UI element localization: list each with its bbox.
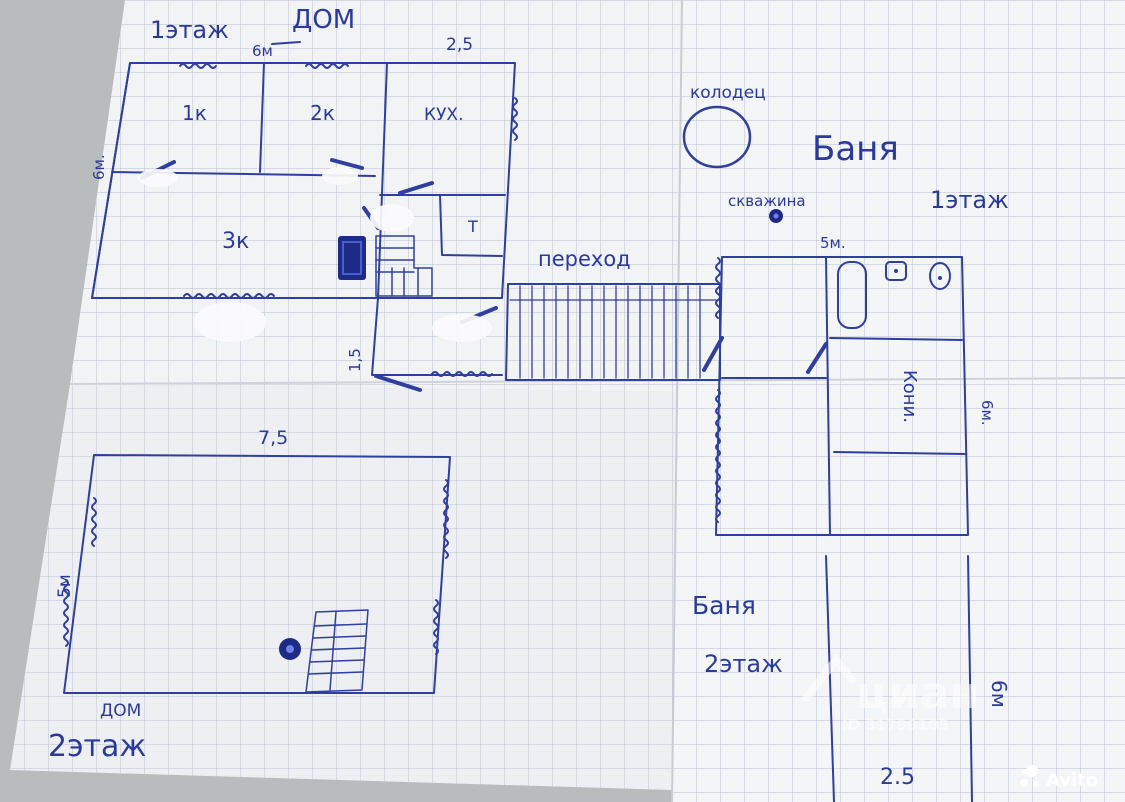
house-floor2-window-left-lower	[63, 579, 69, 647]
sink-icon	[885, 261, 907, 281]
house-floor2-outline	[63, 454, 451, 694]
paper-grid-right	[672, 0, 1125, 802]
borehole-icon-center	[773, 213, 779, 219]
door-entrance	[374, 374, 422, 392]
bath-floor1-title: Баня	[812, 129, 899, 169]
toilet-bowl-icon	[929, 262, 951, 290]
passage-boards	[509, 285, 717, 379]
bath-floor1-floor: 1этаж	[930, 186, 1009, 214]
house-floor1-plan: 1этаж ДОМ 6м 2,5 6м. 1,5	[90, 5, 518, 392]
well-icon	[682, 105, 752, 169]
window-vestibule	[431, 371, 493, 377]
bath-wall-vertical	[825, 256, 831, 536]
bath-floor2-plan: Баня 2этаж 6м 2.5	[692, 555, 1011, 802]
wall-toilet	[439, 194, 503, 257]
passage-label: переход	[538, 247, 631, 271]
bath-wall-upper	[829, 337, 963, 341]
window-room2	[305, 63, 349, 69]
house-floor2-window-right-upper	[443, 479, 449, 559]
cian-watermark-text: циан	[856, 668, 980, 719]
avito-dot-4	[1021, 769, 1027, 775]
heading-underline	[271, 41, 301, 45]
wall-room2-kitchen	[377, 62, 388, 299]
bathtub-icon	[837, 261, 867, 329]
cian-watermark-id: ID 31790105	[842, 716, 949, 734]
room3-label: 3к	[222, 229, 249, 254]
chimney-icon-center	[286, 645, 294, 653]
door-room2	[330, 158, 364, 170]
toilet-drain-icon	[938, 276, 942, 280]
sink-drain-icon	[894, 269, 898, 273]
window-room1	[179, 63, 217, 69]
vestibule-walls	[371, 297, 503, 376]
house-floor1-left-wall	[91, 62, 131, 299]
room2-label: 2к	[310, 101, 335, 125]
bath-door-inner	[806, 342, 828, 374]
house-floor1-dim-width: 6м	[252, 42, 273, 60]
cian-logo-icon	[802, 653, 856, 702]
house-floor2-dim-width: 7,5	[258, 427, 288, 449]
avito-dot-3	[1033, 781, 1039, 787]
correction-smudges	[138, 167, 492, 342]
staircase-floor2-icon	[305, 609, 369, 693]
wall-room1-room2	[259, 62, 265, 173]
well-label: колодец	[690, 83, 766, 103]
bath-floor2-wall-left	[825, 555, 835, 802]
house-floor1-heading-house: ДОМ	[292, 5, 355, 35]
avito-watermark: Avito	[1020, 765, 1098, 791]
avito-dot-1	[1020, 779, 1028, 787]
bath-floor2-floor: 2этаж	[704, 650, 783, 678]
bath-floor2-wall-right	[967, 555, 973, 802]
bath-floor2-dim-width: 2.5	[880, 765, 915, 790]
bath-room-label: Кони.	[899, 370, 920, 423]
bath-floor2-dim-height: 6м	[987, 680, 1011, 708]
house-floor1-dim-small: 1,5	[346, 348, 364, 372]
cian-watermark: циан ID 31790105	[802, 653, 980, 734]
avito-watermark-text: Avito	[1046, 770, 1098, 791]
stove-icon	[338, 236, 366, 280]
well-group: колодец скважина	[682, 83, 806, 223]
borehole-label: скважина	[728, 192, 806, 210]
house-floor2-window-right-lower	[433, 599, 439, 655]
stove-inner	[342, 241, 362, 275]
staircase-floor1-icon	[375, 235, 433, 297]
bath-wall-lower	[833, 451, 967, 455]
house-floor1-dim-width-extra: 2,5	[446, 35, 473, 55]
passage-plan: переход	[505, 247, 721, 381]
bath-floor1-plan: Баня 1этаж 5м. 6м. Кони.	[702, 129, 1009, 536]
house-floor1-dim-height: 6м.	[90, 154, 108, 180]
kitchen-label: КУХ.	[424, 105, 463, 125]
window-room3	[183, 293, 275, 299]
toilet-label: Т	[467, 217, 478, 236]
paper-grid-bottom-left	[10, 384, 678, 790]
house-floor2-window-left-upper	[91, 497, 97, 547]
bath-outline	[715, 256, 969, 536]
window-kitchen	[512, 97, 518, 141]
house-floor2-caption-floor: 2этаж	[48, 729, 146, 764]
bath-door-entrance	[702, 336, 724, 372]
bath-window-left-upper	[715, 257, 721, 319]
room1-label: 1к	[182, 101, 207, 125]
house-floor1-heading-floor: 1этаж	[150, 16, 229, 44]
house-floor2-caption-house: ДОМ	[100, 701, 141, 721]
bath-window-left-lower	[715, 389, 721, 523]
paper-fold-vertical	[671, 0, 683, 802]
avito-dot-2	[1026, 765, 1038, 777]
house-floor2-plan: 7,5 5м ДОМ 2этаж	[48, 427, 451, 764]
bath-floor1-dim-height: 6м.	[978, 400, 996, 426]
bath-floor2-title: Баня	[692, 591, 756, 620]
bath-floor1-dim-width: 5м.	[820, 234, 846, 252]
door-kitchen	[398, 181, 434, 195]
